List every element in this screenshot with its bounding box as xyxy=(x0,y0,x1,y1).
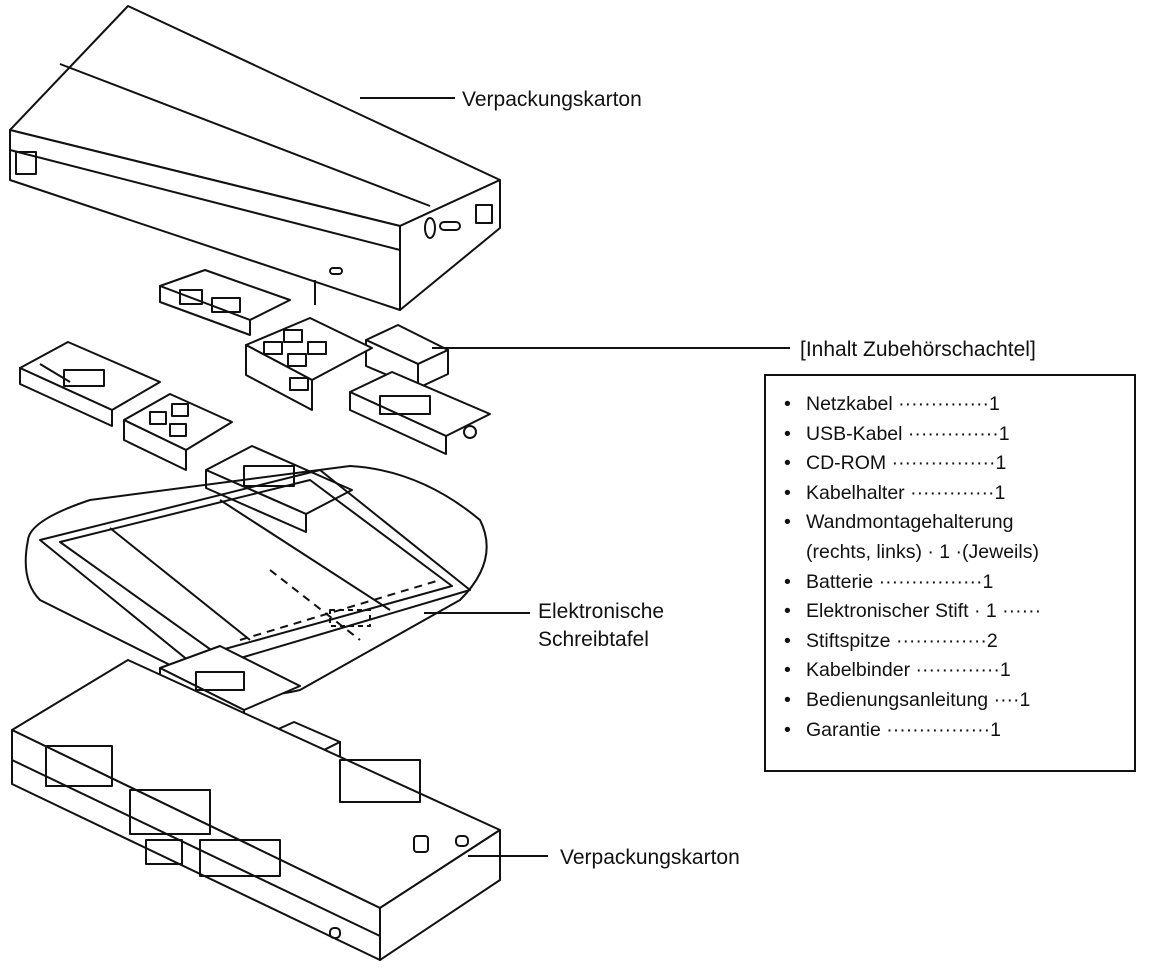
accessory-box xyxy=(365,324,449,389)
accessory-contents-box: Netzkabel ··············1 USB-Kabel ····… xyxy=(764,374,1136,772)
list-item: Bedienungsanleitung ····1 xyxy=(784,686,1134,716)
top-packaging-box xyxy=(9,5,501,311)
list-item: Garantie ················1 xyxy=(784,716,1134,746)
leader-lines xyxy=(360,97,790,857)
label-accessory-contents: [Inhalt Zubehörschachtel] xyxy=(800,338,1036,361)
electronic-writing-board xyxy=(24,465,488,696)
list-item: CD-ROM ················1 xyxy=(784,449,1134,479)
label-bottom-packaging-box: Verpackungskarton xyxy=(560,846,740,869)
label-electronic-board-line2: Schreibtafel xyxy=(538,628,649,651)
list-item: Batterie ················1 xyxy=(784,568,1134,598)
accessory-contents-list: Netzkabel ··············1 USB-Kabel ····… xyxy=(766,376,1134,745)
label-top-packaging-box: Verpackungskarton xyxy=(462,88,642,111)
compartment-tray-mid xyxy=(123,393,233,471)
list-item: Elektronischer Stift · 1 ······ xyxy=(784,597,1134,627)
list-item: Kabelhalter ·············1 xyxy=(784,479,1134,509)
list-item: Stiftspitze ··············2 xyxy=(784,627,1134,657)
list-item: Kabelbinder ·············1 xyxy=(784,656,1134,686)
list-item-line2: (rechts, links) · 1 ·(Jeweils) xyxy=(806,540,1039,563)
compartment-tray-right xyxy=(349,371,491,455)
list-item: Netzkabel ··············1 xyxy=(784,390,1134,420)
compartment-tray-front xyxy=(205,445,353,533)
upper-tray xyxy=(159,269,291,336)
label-electronic-board-line1: Elektronische xyxy=(538,600,665,623)
list-item: USB-Kabel ··············1 xyxy=(784,420,1134,450)
list-item: Wandmontagehalterung (rechts, links) · 1… xyxy=(784,508,1134,567)
compartment-tray-left xyxy=(19,341,161,427)
compartment-tray-center xyxy=(245,317,373,411)
list-item-line1: Wandmontagehalterung xyxy=(806,511,1014,534)
bottom-packaging-box xyxy=(11,659,501,961)
